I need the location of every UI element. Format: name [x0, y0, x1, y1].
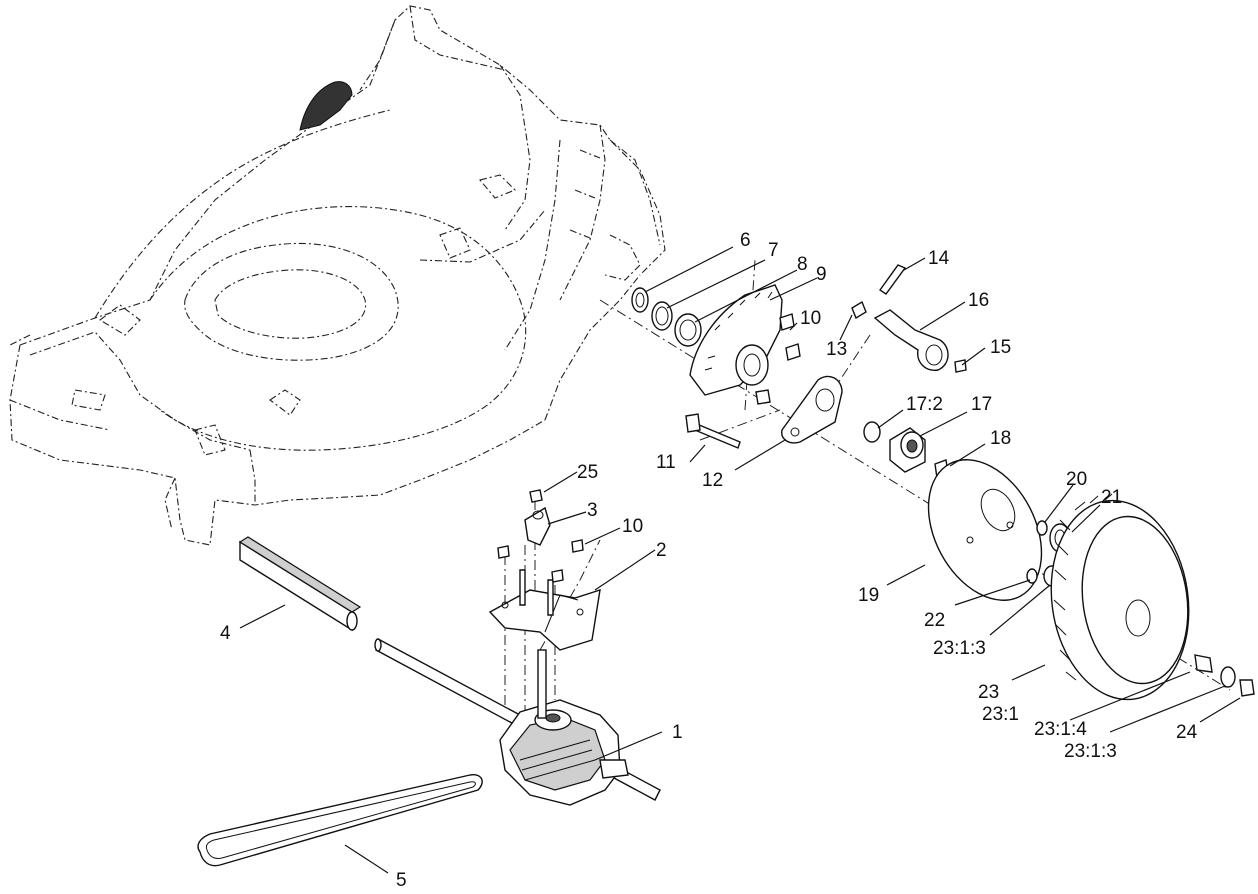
part-12-arm	[781, 375, 843, 444]
part-3-bracket	[524, 506, 551, 546]
callout-17: 17	[971, 394, 992, 415]
part-7-bearing	[651, 301, 673, 331]
callout-2: 2	[656, 540, 667, 561]
part-15-screw	[954, 359, 967, 373]
callout-14: 14	[928, 248, 950, 269]
part-5-belt	[197, 774, 483, 867]
callout-11: 11	[656, 452, 676, 473]
callout-12: 12	[702, 470, 723, 491]
callout-6: 6	[740, 230, 751, 251]
part-17-2-washer	[863, 421, 881, 443]
callout-13: 13	[826, 339, 847, 360]
mower-deck-outline	[9, 5, 666, 546]
callout-23-1-4: 23:1:4	[1034, 719, 1087, 740]
callout-25: 25	[577, 462, 598, 483]
callout-15: 15	[990, 337, 1011, 358]
part-1-transmission	[499, 649, 629, 806]
part-23-1-3-washer-b	[1220, 666, 1236, 688]
part-23-1-4-spacer	[1194, 654, 1213, 673]
part-8-washer	[674, 313, 702, 347]
callout-3: 3	[587, 500, 598, 521]
callout-18: 18	[990, 428, 1011, 449]
part-25-bolt	[529, 489, 543, 503]
leader-lines	[239, 246, 1241, 874]
part-23-wheel	[1050, 493, 1190, 701]
callout-16: 16	[968, 290, 989, 311]
part-17-bushing	[889, 427, 926, 473]
callout-24: 24	[1176, 722, 1198, 743]
callout-22: 22	[924, 610, 945, 631]
callout-7: 7	[768, 240, 779, 261]
part-20-washer	[1036, 520, 1048, 536]
part-9-plate	[689, 284, 783, 396]
callout-23-1-3-b: 23:1:3	[1064, 741, 1117, 762]
callout-23: 23	[978, 682, 999, 703]
callout-4: 4	[220, 623, 231, 644]
part-19-disc	[927, 459, 1043, 601]
part-6-bushing	[631, 287, 649, 313]
callout-5: 5	[396, 870, 407, 891]
part-22-washer	[1026, 568, 1038, 584]
callout-labels: 25 3 10 2 4 5 1 6 7 8 9 10 11 12 13 14 1…	[220, 230, 1198, 891]
callout-10-upper: 10	[800, 308, 821, 329]
callout-10-lower: 10	[622, 516, 643, 537]
part-16-lever	[873, 309, 949, 371]
rear-wheel-partial	[299, 81, 353, 131]
callout-9: 9	[816, 264, 827, 285]
callout-23-1: 23:1	[982, 704, 1019, 725]
callout-23-1-3-a: 23:1:3	[933, 638, 986, 659]
part-10-bolts-lower	[497, 539, 584, 583]
callout-1: 1	[672, 722, 683, 743]
part-24-nut	[1239, 679, 1255, 697]
callout-17-2: 17:2	[906, 394, 943, 415]
part-13-spring	[851, 300, 867, 320]
part-11-bolt	[685, 413, 741, 449]
part-14-knob	[879, 264, 907, 295]
callout-19: 19	[858, 585, 879, 606]
callout-8: 8	[797, 254, 808, 275]
callout-20: 20	[1066, 469, 1087, 490]
part-4-bar	[238, 536, 362, 632]
part-10-bolts-upper	[755, 313, 801, 405]
part-2-bracket	[488, 569, 601, 651]
callout-21: 21	[1101, 487, 1122, 508]
